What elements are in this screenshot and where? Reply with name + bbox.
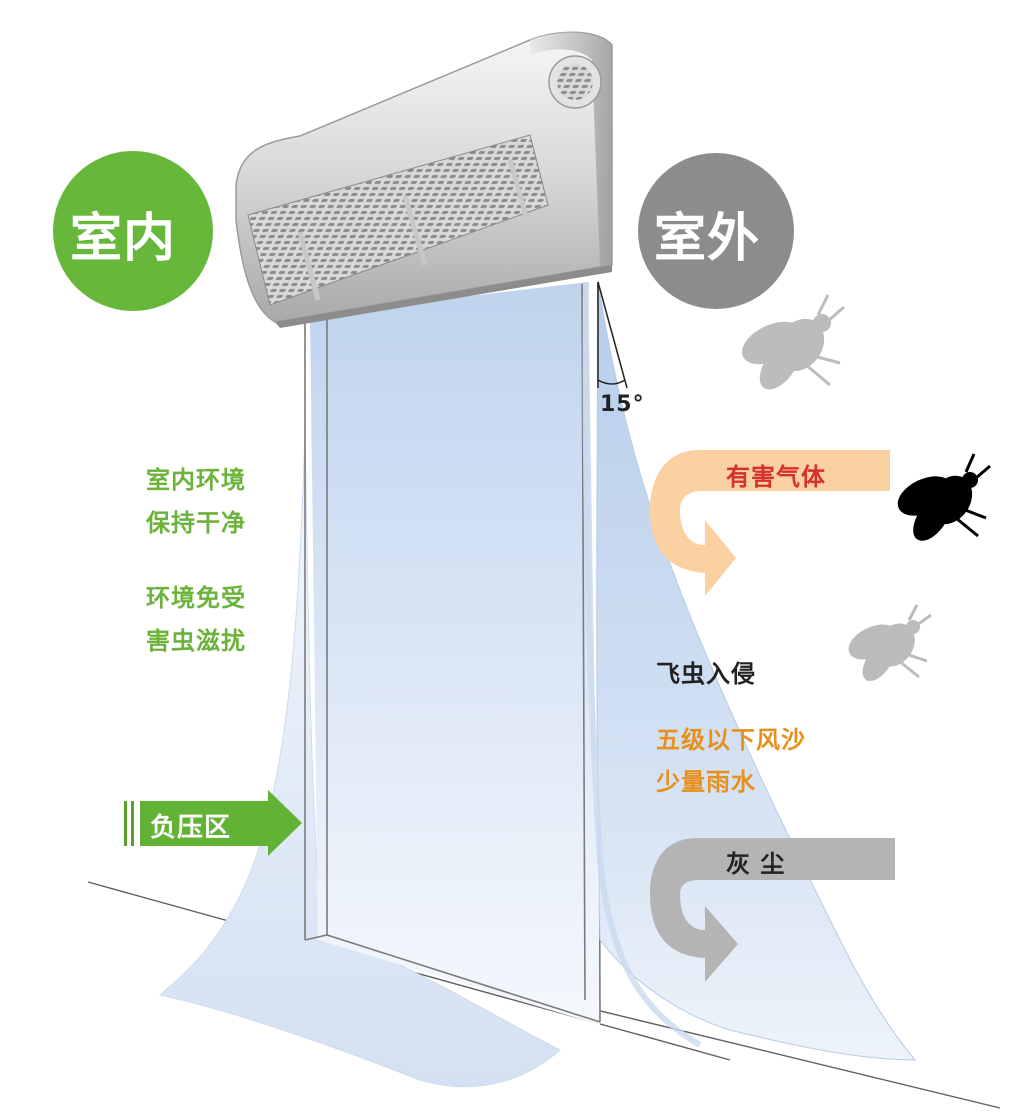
pest-free-line2: 害虫滋扰 — [146, 627, 246, 655]
indoor-airflow — [158, 429, 561, 1088]
insect-invasion-label: 飞虫入侵 — [656, 660, 756, 688]
wind-sand-line2: 少量雨水 — [656, 768, 756, 796]
harmful-gas-label: 有害气体 — [726, 463, 826, 491]
outdoor-airflow-edge — [582, 281, 702, 1048]
outdoor-badge — [638, 153, 794, 309]
indoor-clean-line2: 保持干净 — [146, 509, 246, 537]
indoor-badge — [53, 151, 213, 311]
arrow-right-icon — [124, 790, 302, 856]
angle-label: 15° — [600, 392, 645, 417]
negative-pressure-label: 负压区 — [150, 813, 232, 843]
pest-free-line1: 环境免受 — [146, 584, 246, 612]
fly-icon — [897, 453, 991, 541]
angle-guide — [597, 281, 628, 389]
outdoor-badge-label: 室外 — [654, 209, 761, 269]
doorway — [310, 282, 600, 1025]
air-curtain-device-icon — [235, 31, 613, 328]
indoor-clean-line1: 室内环境 — [146, 466, 246, 494]
indoor-badge-label: 室内 — [70, 209, 177, 269]
fly-icon — [742, 294, 845, 390]
wind-sand-line1: 五级以下风沙 — [656, 726, 806, 754]
curved-arrow-icon — [650, 450, 890, 596]
dust-label: 灰 尘 — [726, 850, 786, 878]
curved-arrow-icon — [650, 838, 895, 982]
fly-icon — [848, 604, 932, 682]
